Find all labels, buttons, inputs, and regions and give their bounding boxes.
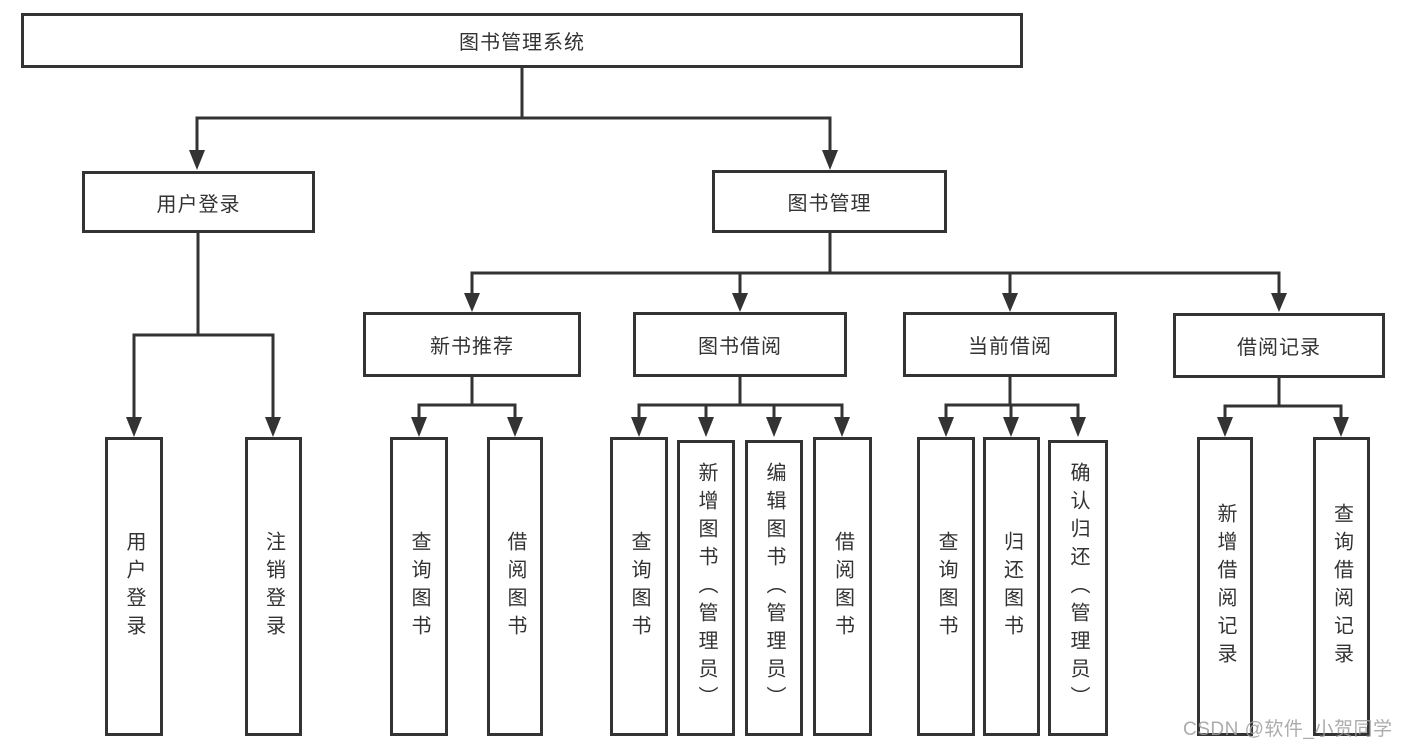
leaf-borrow-borrow-books: 借阅图书 — [813, 437, 872, 736]
node-current-borrow: 当前借阅 — [903, 312, 1117, 377]
leaf-records-query-record: 查询借阅记录 — [1313, 437, 1370, 736]
node-label: 归还图书 — [1000, 530, 1023, 643]
node-label: 新书推荐 — [430, 336, 514, 358]
connector-borrow-to-leaves — [631, 377, 850, 437]
node-label: 图书管理 — [787, 193, 872, 215]
leaf-borrow-query-books: 查询图书 — [610, 437, 668, 736]
connector-management-to-level3 — [464, 233, 1287, 312]
node-label: 查询图书 — [408, 530, 430, 643]
node-label: 借阅记录 — [1237, 337, 1321, 359]
connector-root-to-level2 — [189, 68, 838, 170]
leaf-borrow-edit-books-admin: 编辑图书（管理员） — [745, 440, 803, 736]
csdn-watermark: CSDN @软件_小贺同学 — [1183, 719, 1393, 740]
node-label: 借阅图书 — [831, 530, 854, 643]
leaf-current-confirm-return-admin: 确认归还（管理员） — [1048, 440, 1108, 736]
node-label: 查询借阅记录 — [1330, 502, 1353, 671]
node-label: 当前借阅 — [968, 336, 1052, 358]
node-label: 新增图书（管理员） — [695, 462, 717, 714]
leaf-recommend-query-books: 查询图书 — [390, 437, 448, 736]
connector-records-to-leaves — [1217, 378, 1349, 437]
node-book-borrow: 图书借阅 — [633, 312, 847, 377]
connector-current-to-leaves — [938, 377, 1086, 437]
leaf-logout: 注销登录 — [245, 437, 302, 736]
leaf-recommend-borrow-books: 借阅图书 — [487, 437, 543, 736]
node-label: 确认归还（管理员） — [1067, 462, 1089, 714]
leaf-current-return-books: 归还图书 — [983, 437, 1040, 736]
node-book-management: 图书管理 — [712, 170, 947, 233]
node-label: 注销登录 — [262, 530, 285, 643]
node-label: 图书管理系统 — [459, 32, 585, 54]
node-label: 编辑图书（管理员） — [763, 462, 785, 714]
node-label: 用户登录 — [156, 193, 241, 216]
node-label: 查询图书 — [628, 530, 650, 643]
node-label: 借阅图书 — [504, 530, 526, 643]
node-label: 查询图书 — [935, 530, 957, 643]
node-new-book-recommend: 新书推荐 — [363, 312, 581, 377]
leaf-records-add-record: 新增借阅记录 — [1197, 437, 1253, 736]
node-label: 新增借阅记录 — [1214, 502, 1236, 671]
leaf-current-query-books: 查询图书 — [917, 437, 975, 736]
leaf-borrow-add-books-admin: 新增图书（管理员） — [677, 440, 735, 736]
node-root: 图书管理系统 — [21, 13, 1023, 68]
node-label: 用户登录 — [123, 530, 145, 643]
node-user-login: 用户登录 — [82, 171, 315, 233]
connector-login-to-leaves — [126, 233, 281, 437]
node-label: 图书借阅 — [698, 336, 782, 358]
node-borrow-records: 借阅记录 — [1173, 313, 1385, 378]
connector-recommend-to-leaves — [411, 377, 523, 437]
leaf-user-login: 用户登录 — [105, 437, 163, 736]
